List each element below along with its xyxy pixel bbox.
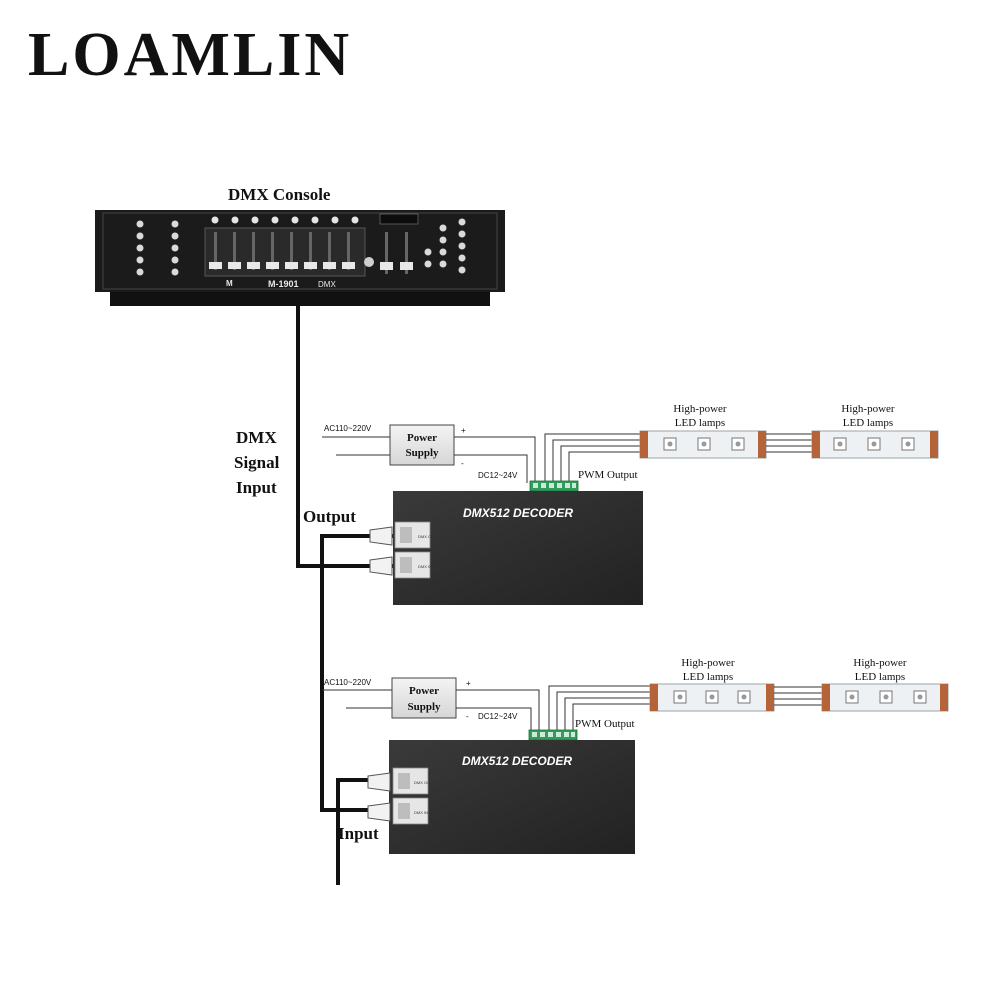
- port-label-input: Input: [338, 824, 379, 843]
- jack-label-out: DMX OUT: [414, 780, 433, 785]
- pwm-output-label: PWM Output: [575, 718, 635, 730]
- led-strip-1: [649, 683, 775, 712]
- console-logo: M: [226, 279, 233, 288]
- psu-label-line1: Power: [409, 685, 439, 697]
- console-faders: [209, 232, 355, 270]
- console-model: M-1901: [268, 279, 299, 289]
- console-display: [379, 213, 419, 225]
- lamp-label-2-line1: High-power: [853, 657, 906, 669]
- console-buttons-left: [136, 220, 179, 276]
- brand-logo: LOAMLIN: [28, 21, 352, 89]
- terminal-screws: [532, 732, 575, 737]
- strip-link-wires: [766, 433, 812, 453]
- dc-wires: [454, 436, 536, 483]
- lamp-label-1-line2: LED lamps: [675, 417, 725, 429]
- dmx-console: M M-1901 DMX: [95, 210, 505, 306]
- signal-label-line2: Signal: [234, 453, 280, 472]
- pwm-wires: [544, 433, 640, 483]
- dc-wires: [456, 689, 540, 730]
- console-title: DMX Console: [228, 185, 331, 204]
- psu-label-line2: Supply: [407, 701, 441, 713]
- dc-plus: +: [461, 426, 466, 435]
- psu-label-line2: Supply: [405, 447, 439, 459]
- rj45-plugs: [367, 772, 391, 822]
- pwm-wires: [548, 685, 650, 730]
- power-supply: [389, 424, 455, 466]
- decoder-box: [389, 740, 635, 854]
- led-strip-2: [821, 683, 949, 712]
- pwm-output-label: PWM Output: [578, 469, 638, 481]
- lamp-label-2-line2: LED lamps: [843, 417, 893, 429]
- signal-label-line1: DMX: [236, 428, 277, 447]
- ac-input-label: AC110~220V: [324, 678, 372, 687]
- lamp-label-1-line1: High-power: [681, 657, 734, 669]
- dc-plus: +: [466, 679, 471, 688]
- decoder-unit-2: Input AC110~220V Power Supply + - DC12~2…: [322, 657, 949, 854]
- console-dmx-label: DMX: [318, 280, 336, 289]
- led-strip-2: [811, 430, 939, 459]
- lamp-label-2-line2: LED lamps: [855, 671, 905, 683]
- jack-label-out: DMX OUT: [418, 534, 437, 539]
- dc-minus: -: [466, 712, 469, 721]
- rj45-plugs: [369, 526, 393, 576]
- ac-input-wires: [322, 689, 392, 709]
- console-scene-buttons: [211, 216, 359, 224]
- dmx-signal-line: [296, 306, 395, 568]
- ac-input-label: AC110~220V: [324, 424, 372, 433]
- jack-label-in: DMX IN: [414, 810, 428, 815]
- power-supply: [391, 677, 457, 719]
- decoder-unit-1: Output AC110~220V Power Supply + - DC12~…: [303, 403, 939, 605]
- rj45-jacks: [392, 767, 429, 825]
- terminal-screws: [533, 483, 576, 488]
- psu-label-line1: Power: [407, 432, 437, 444]
- decoder-title: DMX512 DECODER: [462, 754, 572, 768]
- dc-voltage-label: DC12~24V: [478, 712, 518, 721]
- dc-minus: -: [461, 459, 464, 468]
- dc-voltage-label: DC12~24V: [478, 471, 518, 480]
- port-label-output: Output: [303, 507, 356, 526]
- ac-input-wires: [322, 436, 390, 456]
- strip-link-wires: [774, 686, 822, 706]
- master-faders: [364, 232, 413, 274]
- jack-label-in: DMX IN: [418, 564, 432, 569]
- led-strip-1: [639, 430, 767, 459]
- signal-label-line3: Input: [236, 478, 277, 497]
- lamp-label-2-line1: High-power: [841, 403, 894, 415]
- rj45-jacks: [394, 521, 431, 579]
- decoder-title: DMX512 DECODER: [463, 506, 573, 520]
- lamp-label-1-line2: LED lamps: [683, 671, 733, 683]
- console-buttons-right: [424, 218, 466, 274]
- lamp-label-1-line1: High-power: [673, 403, 726, 415]
- decoder-box: [393, 491, 643, 605]
